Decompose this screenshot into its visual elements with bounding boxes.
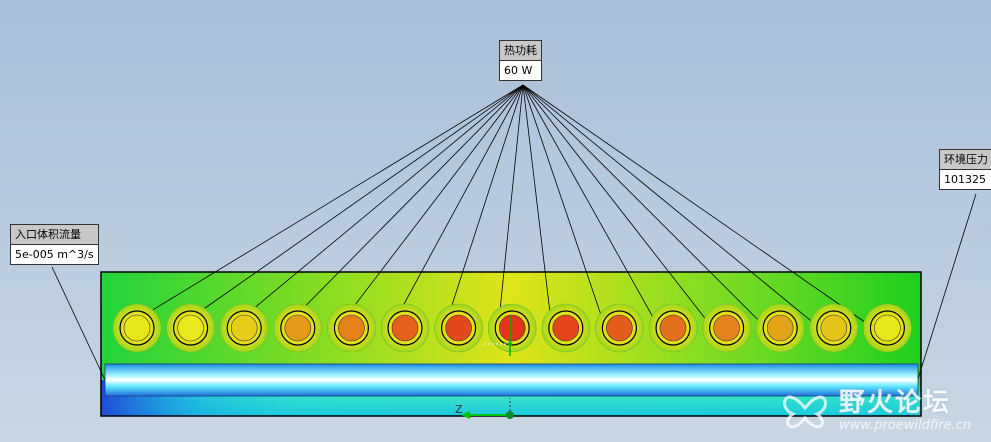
heat-source-core	[123, 314, 151, 342]
heat-source-9[interactable]	[541, 303, 591, 353]
ambient-pressure-label: 环境压力	[939, 149, 991, 170]
heat-source-outline	[548, 310, 584, 346]
axis-triad: Z	[455, 316, 514, 419]
heat-source-14[interactable]	[809, 303, 859, 353]
heat-leader-line-3	[229, 84, 524, 329]
pressure-leader-line	[916, 193, 977, 383]
heat-source-core	[338, 314, 365, 342]
origin-marker	[506, 411, 514, 419]
heat-source-13[interactable]	[755, 303, 805, 353]
heat-source-15[interactable]	[863, 303, 912, 353]
heat-source-8[interactable]	[487, 303, 537, 353]
heat-power-value: 60 W	[499, 61, 542, 81]
heat-source-core	[284, 314, 312, 342]
heat-source-core	[230, 314, 258, 342]
heat-source-core	[445, 314, 472, 342]
heat-source-outline	[494, 310, 530, 346]
heat-source-core	[874, 314, 901, 342]
ambient-pressure-value: 101325	[939, 170, 991, 190]
heat-source-outline	[173, 310, 209, 346]
inlet-flow-callout[interactable]: 入口体积流量 5e-005 m^3/s	[10, 224, 99, 265]
heat-source-outline	[762, 310, 798, 346]
heat-source-outline	[708, 310, 745, 346]
heat-source-4[interactable]	[273, 303, 323, 353]
heat-leader-line-2	[176, 84, 524, 329]
heat-source-5[interactable]	[327, 303, 376, 353]
heat-source-core	[177, 314, 204, 342]
heat-source-outline	[333, 310, 369, 346]
heat-source-outline	[119, 310, 155, 346]
heat-leader-line-8	[497, 84, 524, 329]
heat-leader-line-5	[337, 84, 524, 329]
heat-leader-line-14	[522, 84, 821, 329]
forum-watermark: 野火论坛 www.proewildfire.cn	[775, 378, 985, 440]
ambient-pressure-callout[interactable]: 环境压力 101325	[939, 149, 991, 190]
heat-sources[interactable]	[112, 303, 912, 353]
watermark-title: 野火论坛	[839, 388, 952, 418]
center-point	[508, 342, 512, 346]
heat-source-core	[659, 314, 687, 342]
heat-source-2[interactable]	[166, 303, 215, 353]
watermark-url: www.proewildfire.cn	[839, 418, 972, 433]
heat-source-core	[391, 314, 419, 342]
heat-power-label: 热功耗	[499, 40, 542, 61]
heat-source-7[interactable]	[434, 303, 483, 353]
heat-source-outline	[441, 310, 477, 346]
heat-source-10[interactable]	[595, 303, 644, 353]
heat-leader-line-15	[522, 84, 874, 329]
z-axis-arrow-icon	[461, 411, 470, 419]
heat-leader-line-7	[444, 84, 524, 329]
heat-source-core	[552, 314, 580, 342]
heat-source-core	[606, 314, 633, 342]
inlet-flow-label: 入口体积流量	[10, 224, 99, 245]
heat-source-core	[766, 314, 794, 342]
heat-leader-line-1	[122, 84, 524, 329]
heat-source-outline	[387, 310, 423, 346]
heat-leader-line-4	[283, 84, 524, 329]
heat-source-3[interactable]	[219, 303, 269, 353]
heat-source-outline	[226, 310, 262, 346]
heat-leader-line-9	[522, 84, 553, 329]
z-axis-label: Z	[455, 403, 463, 416]
heat-leader-line-10	[522, 84, 606, 329]
heat-source-core	[820, 314, 848, 342]
butterfly-logo-icon	[783, 395, 827, 429]
heat-leader-line-6	[390, 84, 524, 329]
heat-leader-line-12	[522, 84, 713, 329]
inlet-tube[interactable]	[104, 363, 919, 397]
heat-source-outline	[601, 310, 638, 346]
heat-source-12[interactable]	[702, 303, 751, 353]
inlet-flow-value: 5e-005 m^3/s	[10, 245, 99, 265]
heat-source-outline	[655, 310, 691, 346]
heat-power-callout[interactable]: 热功耗 60 W	[499, 40, 542, 81]
heat-source-core	[713, 314, 740, 342]
heat-leader-line-11	[522, 84, 660, 329]
heat-source-outline	[280, 310, 316, 346]
heat-source-6[interactable]	[380, 303, 430, 353]
heat-source-11[interactable]	[648, 303, 698, 353]
heat-source-1[interactable]	[112, 303, 162, 353]
heat-source-outline	[816, 310, 852, 346]
heat-leader-lines	[122, 84, 874, 329]
heat-source-core	[498, 314, 526, 342]
heat-leader-line-13	[522, 84, 767, 329]
heat-source-outline	[869, 310, 906, 346]
inlet-leader-line	[51, 266, 107, 383]
